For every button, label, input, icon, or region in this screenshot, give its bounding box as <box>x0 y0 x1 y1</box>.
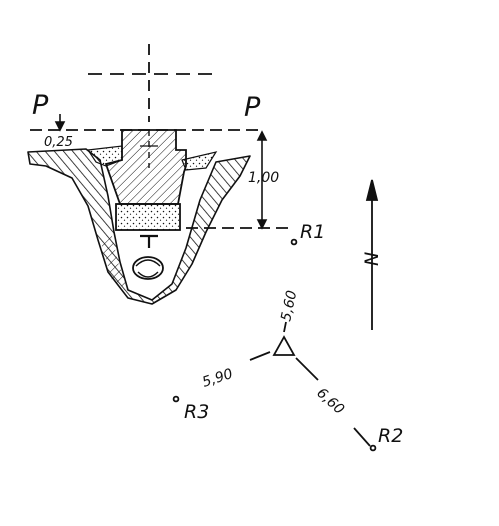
soil-hatching <box>27 148 251 305</box>
distance-label-r2: 6,60 <box>313 385 347 418</box>
reference-label-r3: R3 <box>184 401 209 423</box>
reference-ties <box>172 238 377 452</box>
distance-label-r1: 5,60 <box>278 289 300 323</box>
reference-label-r2: R2 <box>378 425 403 447</box>
centre-cross <box>88 44 214 122</box>
marker-stone <box>104 129 187 231</box>
depth-dimension-main <box>186 130 292 230</box>
north-label: N <box>361 252 383 266</box>
north-arrow-icon <box>365 179 379 330</box>
underground-marker <box>132 234 164 280</box>
distance-label-r3: 5,90 <box>200 366 235 391</box>
reference-label-r1: R1 <box>300 221 325 243</box>
depth-label-top: 0,25 <box>44 135 73 150</box>
depth-dimension-top <box>54 114 66 132</box>
plane-label-left: P <box>32 90 49 121</box>
depth-label-main: 1,00 <box>248 170 279 186</box>
plane-label-right: P <box>244 92 261 123</box>
